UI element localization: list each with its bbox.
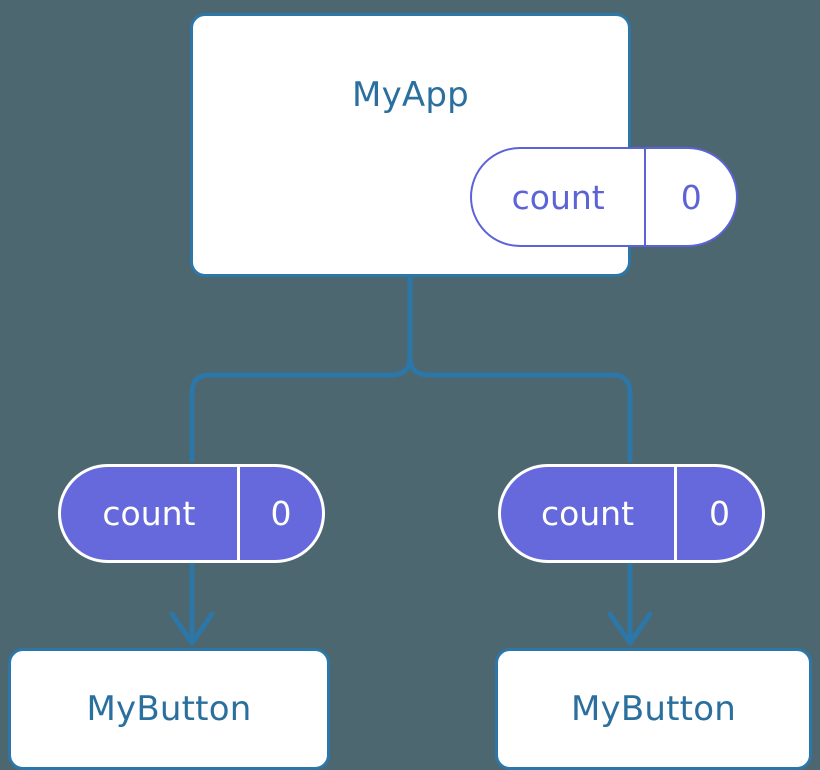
component-node-mybutton-left[interactable]: MyButton [8,648,330,770]
component-title-mybutton: MyButton [86,689,252,729]
prop-pill-value: 0 [236,467,322,560]
component-title-myapp: MyApp [352,75,469,115]
prop-pill-left-count[interactable]: count 0 [58,464,325,563]
edge-split-right [407,356,633,462]
state-pill-value: 0 [644,149,736,245]
state-pill-key: count [511,177,605,217]
arrow-down-icon-left [169,611,215,646]
prop-pill-value: 0 [673,467,762,560]
prop-pill-key: count [540,494,635,533]
edge-split-left [189,356,413,462]
prop-pill-key: count [102,494,196,533]
arrow-down-icon-right [607,611,653,646]
prop-pill-right-count[interactable]: count 0 [498,464,765,563]
component-node-mybutton-right[interactable]: MyButton [495,648,812,770]
state-pill-myapp-count[interactable]: count 0 [470,147,738,247]
component-title-mybutton: MyButton [571,689,736,729]
component-node-myapp[interactable]: MyApp count 0 [190,13,738,277]
